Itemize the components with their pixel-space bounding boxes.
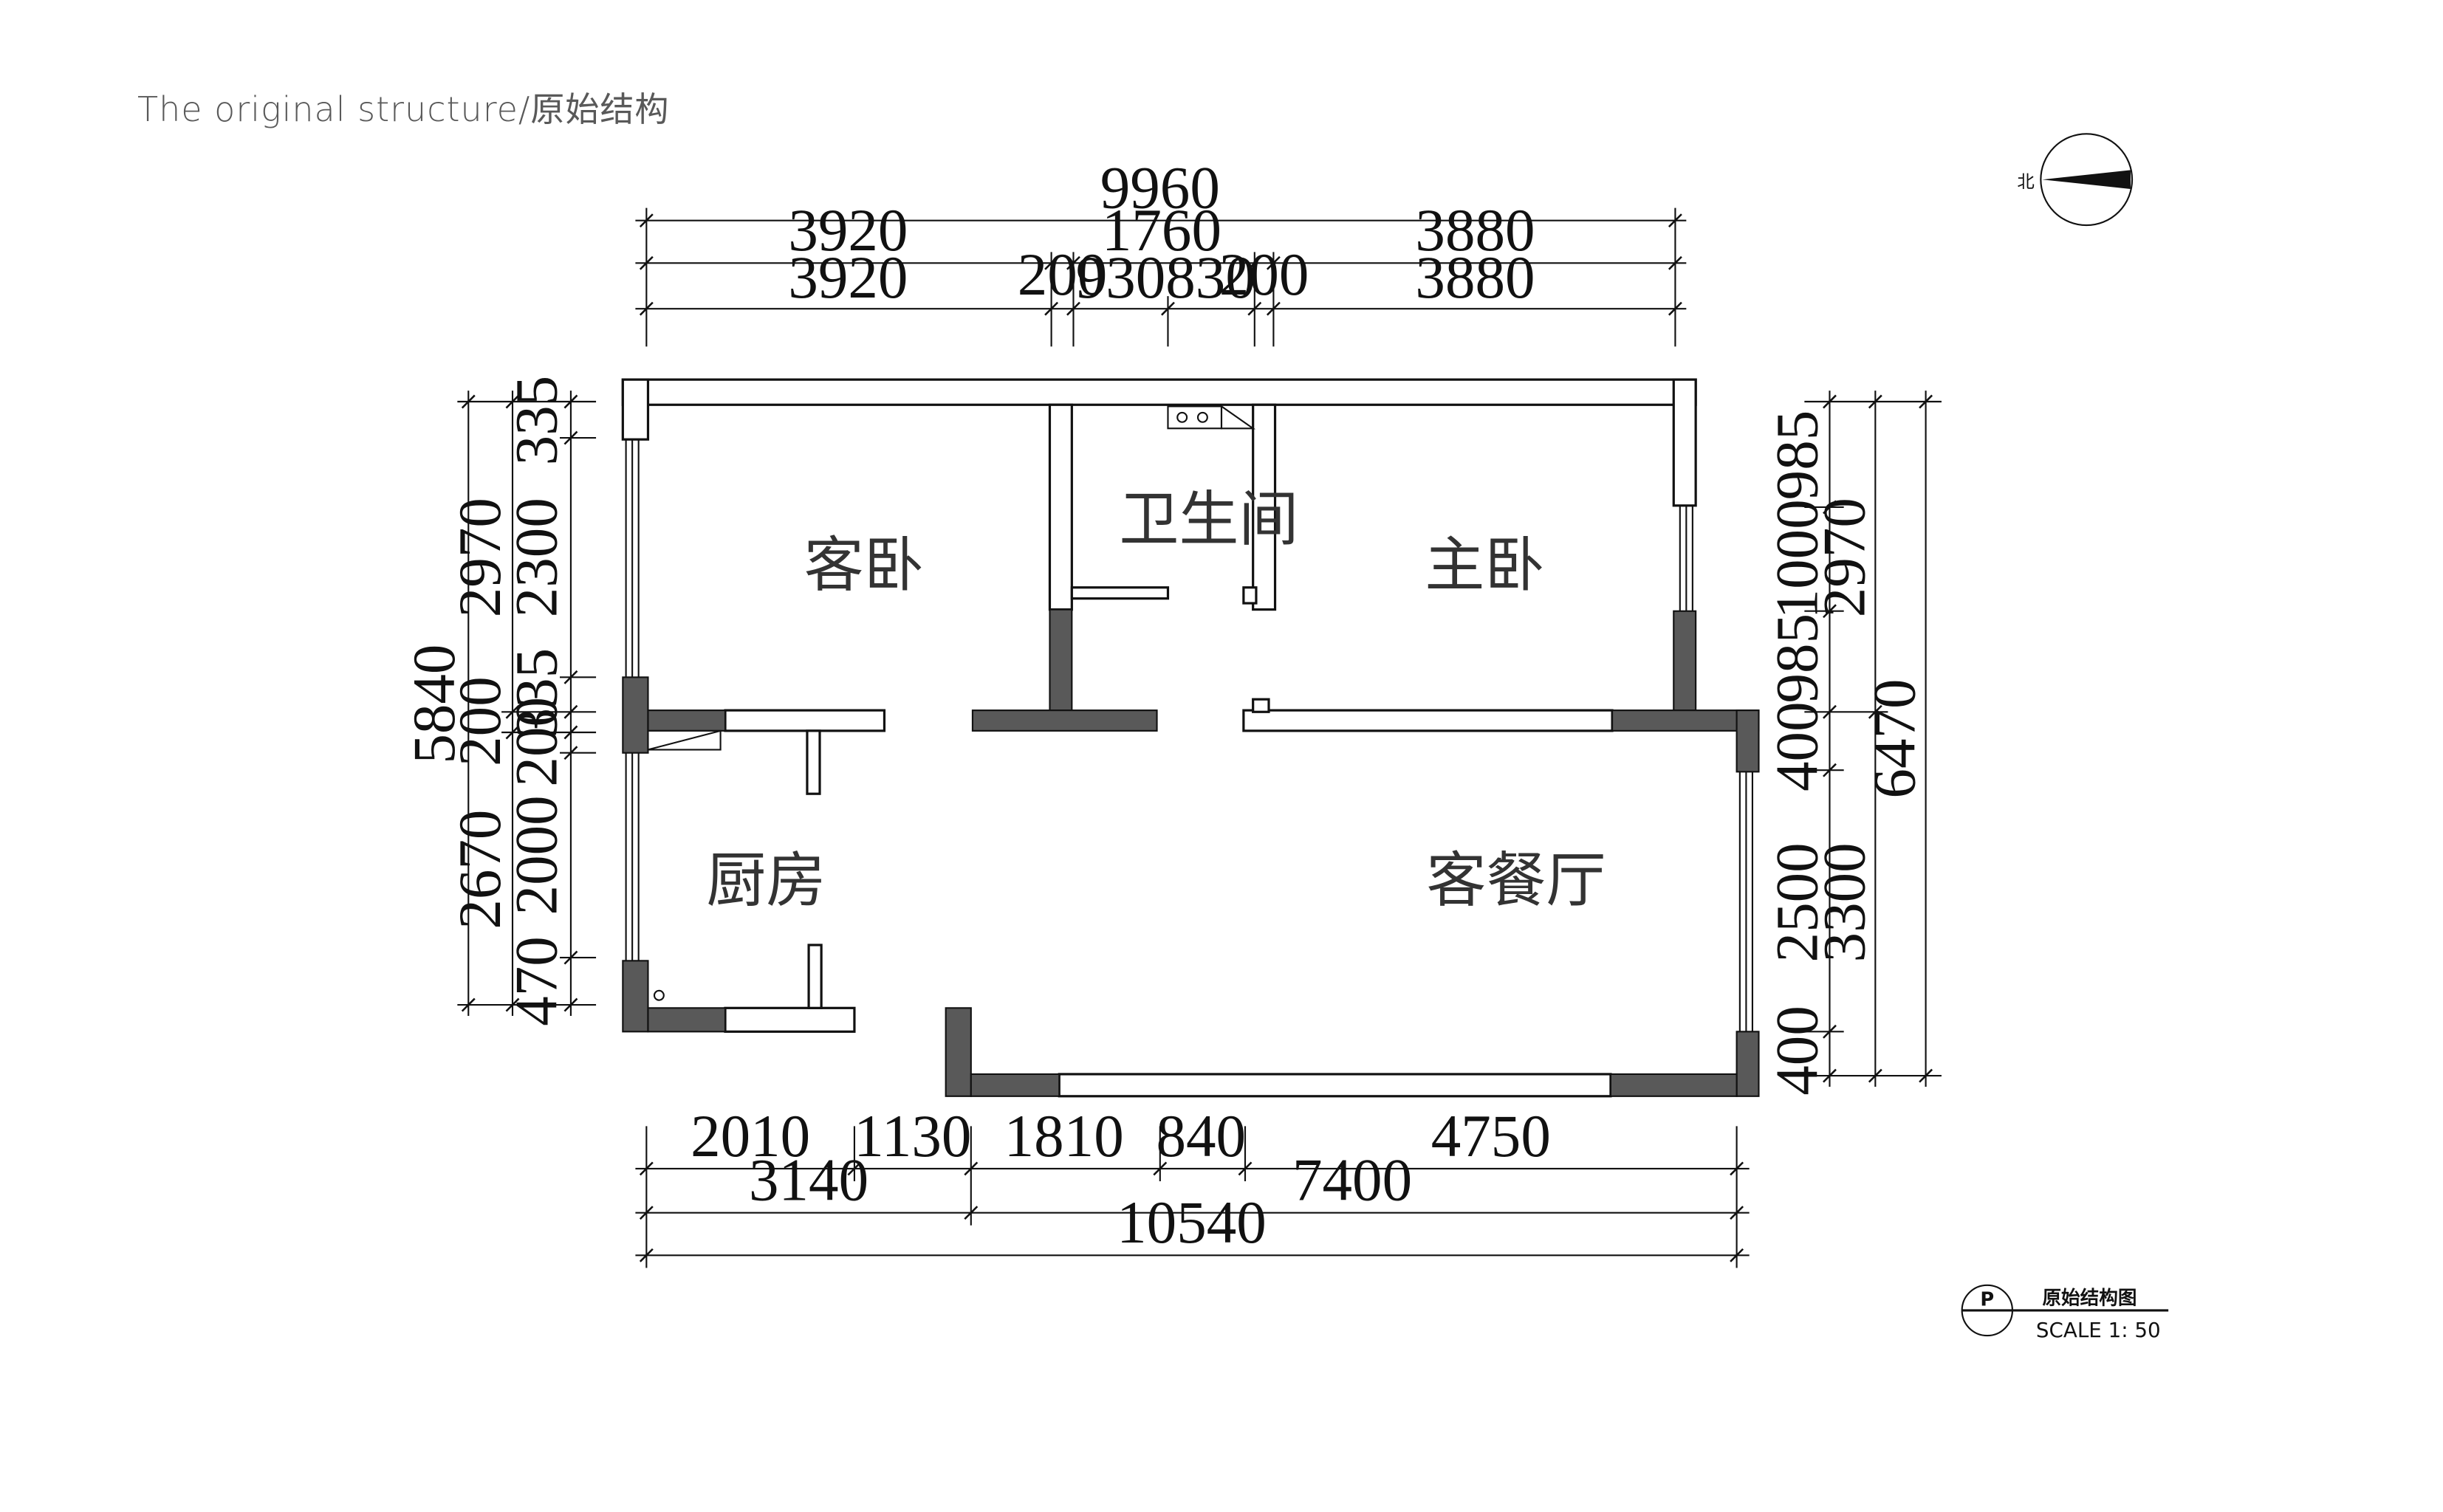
room-kitchen: 厨房 [706, 846, 826, 915]
dim-right-total: 6470 [1862, 678, 1928, 798]
compass-label: 北 [2017, 171, 2034, 192]
dim-left-detail-0: 335 [504, 376, 570, 466]
dim-bottom-mid-1: 7400 [1292, 1147, 1412, 1214]
wall-living-bottom [1058, 1073, 1612, 1098]
dim-left-detail-2: 335 [504, 648, 570, 738]
column-left-bottom [622, 960, 649, 1033]
column-bath-left [1049, 608, 1073, 712]
wall-bath-right [1252, 403, 1277, 611]
dim-left-detail-1: 2300 [504, 498, 570, 617]
dim-top-detail-4: 200 [1219, 241, 1309, 308]
column-living-left-arm [970, 1073, 1061, 1097]
column-left-bottom-arm [647, 1007, 727, 1033]
drawing-legend: P 原始结构图 SCALE 1: 50 [1961, 1284, 2169, 1342]
dim-top-detail-3: 830 [1165, 244, 1255, 311]
column-right-mid [1611, 709, 1760, 732]
column-living-right [1736, 1031, 1760, 1097]
north-compass-icon: 北 [2017, 133, 2134, 227]
wall-master-bottom [1242, 709, 1614, 732]
dim-top-detail-1: 200 [1018, 241, 1108, 308]
dim-top-detail-0: 3920 [788, 244, 908, 311]
column-right-upper [1673, 610, 1697, 712]
wall-kitchen-bottom [724, 1006, 856, 1033]
column-left-mid-arm [647, 709, 727, 732]
dim-right-detail-0: 985 [1764, 410, 1830, 501]
wall-kitchen-partition-top [806, 729, 821, 795]
dim-left-mid-2: 2670 [447, 810, 513, 929]
wall-left-top [621, 378, 650, 441]
dim-bottom-mid-0: 3140 [749, 1147, 868, 1214]
column-left-mid [622, 676, 649, 754]
dim-right-mid-1: 3300 [1811, 842, 1877, 962]
dim-left-detail-3: 200 [504, 697, 570, 787]
column-living-right-arm [1609, 1073, 1738, 1097]
wall-master-stub [1252, 698, 1270, 713]
wall-top [621, 378, 1697, 406]
dim-top-mid-1: 1760 [1102, 197, 1222, 264]
wall-guest-bottom [724, 709, 886, 732]
bathroom-fixture [1167, 405, 1256, 430]
dim-right-detail-2: 985 [1764, 614, 1830, 704]
dim-bottom-detail-4: 4750 [1431, 1103, 1551, 1169]
dim-bottom-total: 10540 [1117, 1189, 1267, 1256]
dim-right-detail-5: 400 [1764, 1006, 1830, 1096]
legend-scale: SCALE 1: 50 [2036, 1318, 2161, 1342]
column-bath-base [971, 709, 1158, 732]
kitchen-drain-icon [653, 989, 665, 1001]
windows [625, 439, 1753, 1032]
legend-title: 原始结构图 [2042, 1287, 2137, 1309]
room-living-dining: 客餐厅 [1426, 846, 1606, 915]
column-living-left [945, 1007, 972, 1097]
wall-bath-stub [1242, 586, 1258, 605]
bottom-dimensions [635, 1126, 1750, 1268]
dim-top-detail-2: 930 [1076, 244, 1166, 311]
dim-top-detail-5: 3880 [1415, 244, 1535, 311]
room-bathroom: 卫生间 [1119, 486, 1298, 555]
dim-right-detail-4: 2500 [1764, 842, 1830, 962]
dim-bottom-detail-1: 1130 [854, 1103, 971, 1169]
dim-right-mid-0: 2970 [1811, 498, 1877, 617]
wall-right-upper [1672, 378, 1697, 507]
dim-right-detail-3: 400 [1764, 701, 1830, 791]
wall-bath-partition [1070, 586, 1170, 600]
dim-left-detail-4: 2000 [504, 795, 570, 915]
column-right-mid-drop [1736, 709, 1760, 773]
dim-top-total: 9960 [1100, 155, 1220, 221]
wall-bath-left [1048, 403, 1073, 611]
columns [622, 608, 1760, 1097]
dim-left-mid-1: 200 [447, 676, 513, 766]
dim-left-detail-5: 470 [504, 936, 570, 1026]
page-title: The original structure/原始结构 [137, 89, 670, 129]
dim-top-mid-2: 3880 [1415, 197, 1535, 264]
dim-top-mid-0: 3920 [788, 197, 908, 264]
left-dimensions [457, 391, 597, 1016]
legend-symbol: P [1980, 1289, 1994, 1311]
walls [621, 378, 1697, 1098]
dim-left-mid-0: 2970 [447, 498, 513, 617]
dim-bottom-detail-2: 1810 [1004, 1103, 1124, 1169]
dim-left-total: 5840 [401, 645, 467, 764]
top-dimensions [635, 207, 1687, 347]
room-master-bedroom: 主卧 [1425, 532, 1544, 601]
dim-right-detail-1: 1000 [1764, 499, 1830, 619]
wall-kitchen-partition-bottom [807, 944, 823, 1009]
dim-bottom-detail-0: 2010 [691, 1103, 810, 1169]
dim-bottom-detail-3: 840 [1156, 1103, 1246, 1169]
room-guest-bedroom: 客卧 [804, 532, 924, 601]
